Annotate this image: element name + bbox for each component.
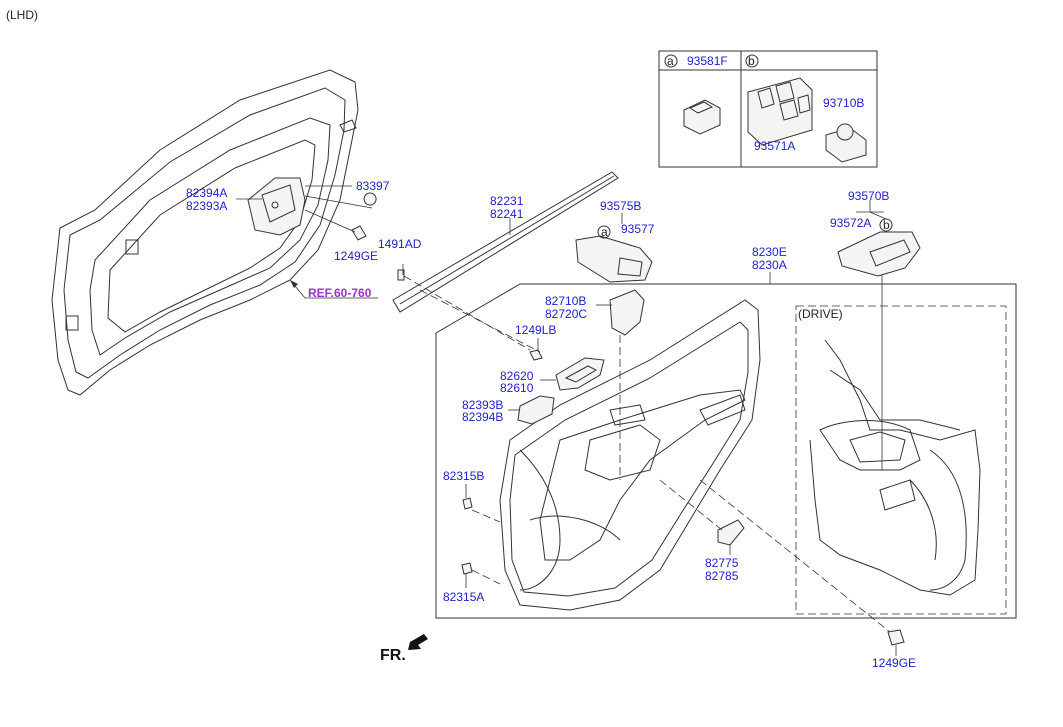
trim-cover-drawing xyxy=(659,479,745,555)
part-93571A[interactable]: 93571A xyxy=(754,139,795,153)
trim-assembly-box xyxy=(435,283,1017,619)
part-82620[interactable]: 82620 xyxy=(500,369,534,383)
part-82315B[interactable]: 82315B xyxy=(443,469,484,483)
inside-handle-drawing xyxy=(540,357,605,391)
drive-door-trim-drawing xyxy=(809,339,981,596)
part-82394A[interactable]: 82394A xyxy=(186,186,227,200)
front-label: FR. xyxy=(380,647,406,664)
routing-dashed-lines xyxy=(403,275,541,353)
part-82241[interactable]: 82241 xyxy=(490,207,524,221)
front-direction-arrow xyxy=(408,634,428,650)
part-83397[interactable]: 83397 xyxy=(356,179,390,193)
part-93575B[interactable]: 93575B xyxy=(600,199,641,213)
part-1249GE-bottom[interactable]: 1249GE xyxy=(872,656,916,670)
part-82720C[interactable]: 82720C xyxy=(545,307,587,321)
weatherstrip-drawing xyxy=(392,171,619,313)
part-82315A[interactable]: 82315A xyxy=(443,590,484,604)
trim-clips-drawing xyxy=(461,484,501,588)
switch-bezel-a-drawing xyxy=(575,213,653,283)
callout-b-bezel: b xyxy=(883,218,890,232)
part-82393A[interactable]: 82393A xyxy=(186,199,227,213)
part-1249GE-top[interactable]: 1249GE xyxy=(334,249,378,263)
switch-bezel-b-drawing xyxy=(837,200,921,470)
door-trim-panel-drawing xyxy=(499,299,761,611)
part-82775[interactable]: 82775 xyxy=(705,556,739,570)
part-82231[interactable]: 82231 xyxy=(490,194,524,208)
callout-a-table: a xyxy=(667,54,674,68)
drive-label: (DRIVE) xyxy=(798,307,843,321)
part-1249LB[interactable]: 1249LB xyxy=(515,323,556,337)
part-82710B[interactable]: 82710B xyxy=(545,294,586,308)
screw-1249LB-drawing xyxy=(529,338,543,361)
drive-inset-frame xyxy=(795,305,1007,615)
part-82393B[interactable]: 82393B xyxy=(462,398,503,412)
part-82610[interactable]: 82610 xyxy=(500,381,534,395)
part-93710B[interactable]: 93710B xyxy=(823,96,864,110)
ref-60-760-link[interactable]: REF.60-760 xyxy=(308,286,372,300)
part-1491AD[interactable]: 1491AD xyxy=(378,237,422,251)
switch-table xyxy=(658,50,878,168)
part-93581F[interactable]: 93581F xyxy=(687,54,728,68)
inside-handle-bezel-drawing xyxy=(596,289,645,480)
part-93577[interactable]: 93577 xyxy=(621,222,655,236)
callout-b-table: b xyxy=(748,54,755,68)
part-8230A[interactable]: 8230A xyxy=(752,258,787,272)
callout-a-bezel: a xyxy=(601,225,608,239)
part-82394B[interactable]: 82394B xyxy=(462,410,503,424)
part-93572A[interactable]: 93572A xyxy=(830,216,871,230)
part-93570B[interactable]: 93570B xyxy=(848,189,889,203)
bracket-82393B-drawing xyxy=(508,395,555,425)
part-82785[interactable]: 82785 xyxy=(705,569,739,583)
screw-1249GE-bottom-drawing xyxy=(699,479,905,656)
variant-label: (LHD) xyxy=(6,8,38,22)
part-8230E[interactable]: 8230E xyxy=(752,245,787,259)
door-frame-drawing xyxy=(51,69,405,396)
